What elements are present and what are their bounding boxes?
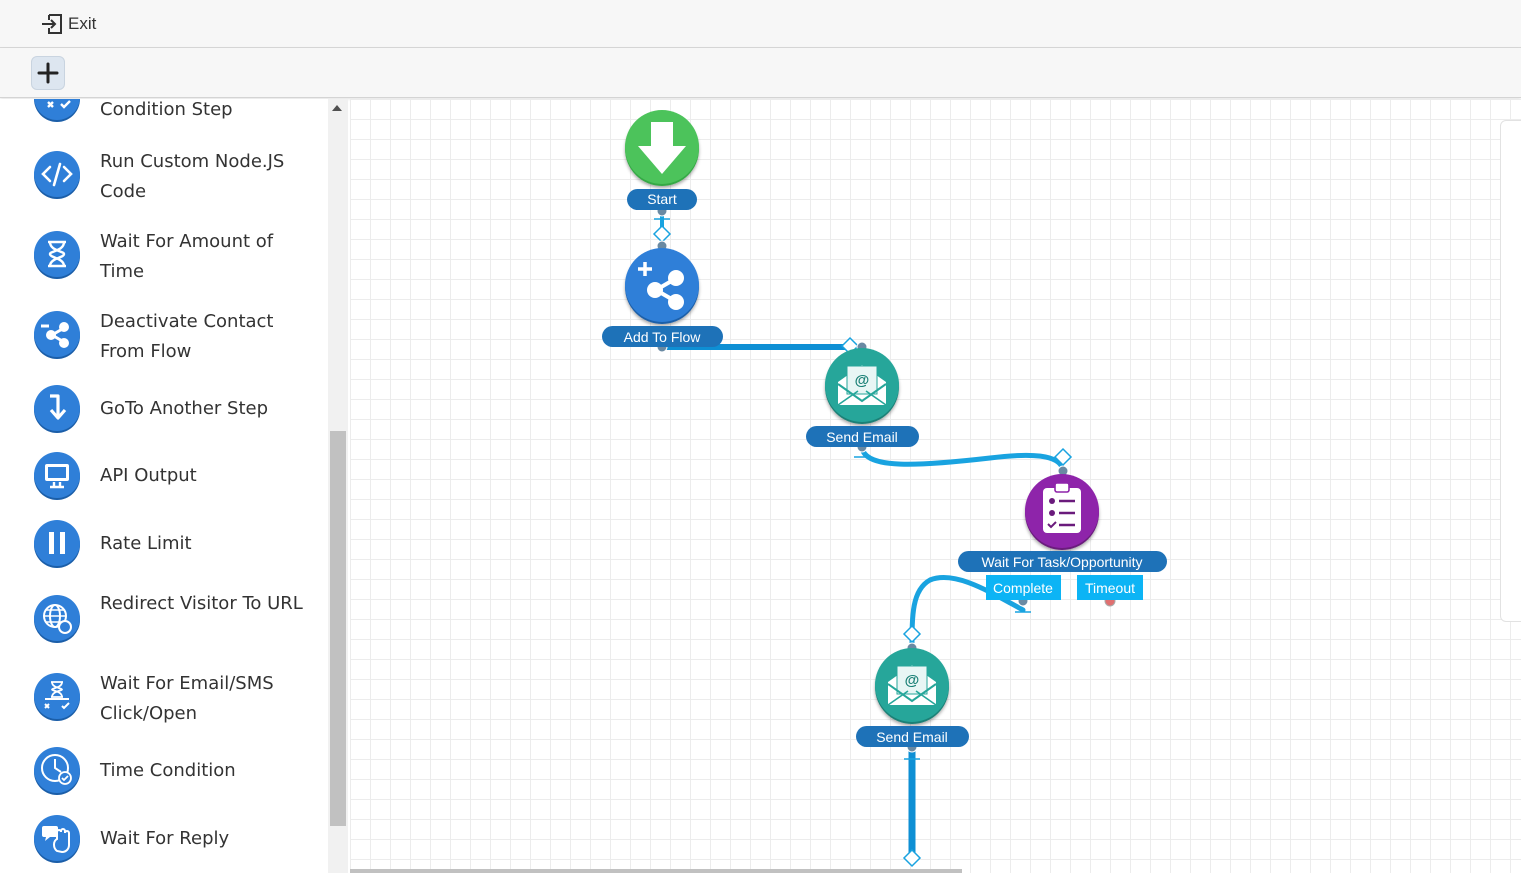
arrow-down-icon [34, 385, 80, 433]
top-bar: Exit [0, 0, 1521, 48]
canvas-horizontal-scrollbar[interactable] [350, 869, 962, 873]
flow-canvas[interactable] [350, 99, 1521, 873]
clock-check-icon [34, 747, 80, 795]
sidebar-item-label: Redirect Visitor To URL [100, 593, 303, 614]
sidebar-item-wait-amount-time[interactable]: Wait For Amount of Time [0, 227, 326, 287]
sidebar-item-label: GoTo Another Step [100, 398, 269, 419]
exit-label: Exit [68, 14, 97, 33]
sidebar-item-label: Condition Step [100, 99, 233, 120]
svg-text:@: @ [905, 672, 920, 689]
hourglass-branch-icon [34, 673, 80, 721]
exit-button[interactable]: Exit [40, 11, 96, 37]
sidebar-scrollbar[interactable] [328, 99, 348, 873]
node-label: Start [647, 191, 677, 207]
sidebar-scroll-thumb[interactable] [330, 431, 346, 826]
reply-hand-icon [34, 815, 80, 863]
sidebar-item-label: API Output [100, 465, 197, 486]
sidebar-item-goto-step[interactable]: GoTo Another Step [0, 385, 326, 435]
node-label: Add To Flow [624, 329, 702, 345]
branch-timeout[interactable]: Timeout [1077, 575, 1143, 600]
flow-node-wait-task-opportunity[interactable]: Wait For Task/Opportunity [958, 474, 1167, 572]
sidebar-item-api-output[interactable]: API Output [0, 452, 326, 502]
toolbar [0, 48, 1521, 98]
scroll-up-arrow-icon[interactable] [332, 105, 342, 111]
node-label: Wait For Task/Opportunity [981, 554, 1142, 570]
add-share-icon [638, 262, 684, 310]
sidebar-item-wait-reply[interactable]: Wait For Reply [0, 815, 326, 865]
sidebar-item-label: Rate Limit [100, 533, 192, 554]
flow-node-add-to-flow[interactable]: Add To Flow [602, 248, 723, 347]
arrow-down-icon [638, 122, 686, 174]
flow-connectors [660, 209, 1066, 862]
flow-node-send-email-1[interactable]: @ Send Email [806, 348, 919, 447]
sidebar-item-label: Run Custom Node.JS Code [100, 151, 285, 202]
plus-icon [37, 62, 59, 84]
connector-email-to-wait[interactable] [859, 444, 1066, 473]
svg-text:@: @ [855, 372, 870, 389]
sidebar-item-rate-limit[interactable]: Rate Limit [0, 520, 326, 570]
add-step-button[interactable] [31, 56, 65, 90]
sidebar-item-label: Wait For Amount of Time [100, 231, 274, 282]
step-palette-sidebar: Condition Step Run Custom Node.JS Code W… [0, 99, 348, 873]
flow-node-start[interactable]: Start [625, 110, 699, 210]
email-icon: @ [887, 665, 937, 706]
node-label: Send Email [826, 429, 898, 445]
branch-label: Timeout [1085, 580, 1135, 596]
flow-node-send-email-2[interactable]: @ Send Email [856, 648, 969, 747]
sidebar-item-condition-step[interactable]: Condition Step [0, 99, 326, 134]
branch-complete[interactable]: Complete [986, 575, 1061, 600]
share-icon [34, 311, 80, 359]
hourglass-icon [34, 231, 80, 279]
condition-icon [34, 99, 80, 122]
exit-icon [42, 14, 62, 34]
sidebar-item-deactivate-contact[interactable]: Deactivate Contact From Flow [0, 307, 326, 367]
monitor-icon [34, 452, 80, 500]
node-label: Send Email [876, 729, 948, 745]
sidebar-item-wait-email-sms[interactable]: Wait For Email/SMS Click/Open [0, 669, 326, 729]
pause-icon [34, 520, 80, 568]
sidebar-item-label: Time Condition [100, 760, 236, 781]
code-icon [34, 151, 80, 199]
branch-label: Complete [993, 580, 1053, 596]
sidebar-item-time-condition[interactable]: Time Condition [0, 747, 326, 797]
sidebar-item-label: Wait For Reply [100, 828, 230, 849]
right-side-panel [1500, 120, 1521, 622]
email-icon: @ [837, 365, 887, 406]
sidebar-item-redirect-visitor[interactable]: Redirect Visitor To URL [0, 589, 326, 649]
checklist-icon [1043, 482, 1081, 533]
globe-icon [34, 595, 80, 643]
sidebar-item-label: Wait For Email/SMS Click/Open [100, 673, 274, 724]
sidebar-item-run-custom-code[interactable]: Run Custom Node.JS Code [0, 147, 326, 207]
sidebar-item-label: Deactivate Contact From Flow [100, 311, 274, 362]
